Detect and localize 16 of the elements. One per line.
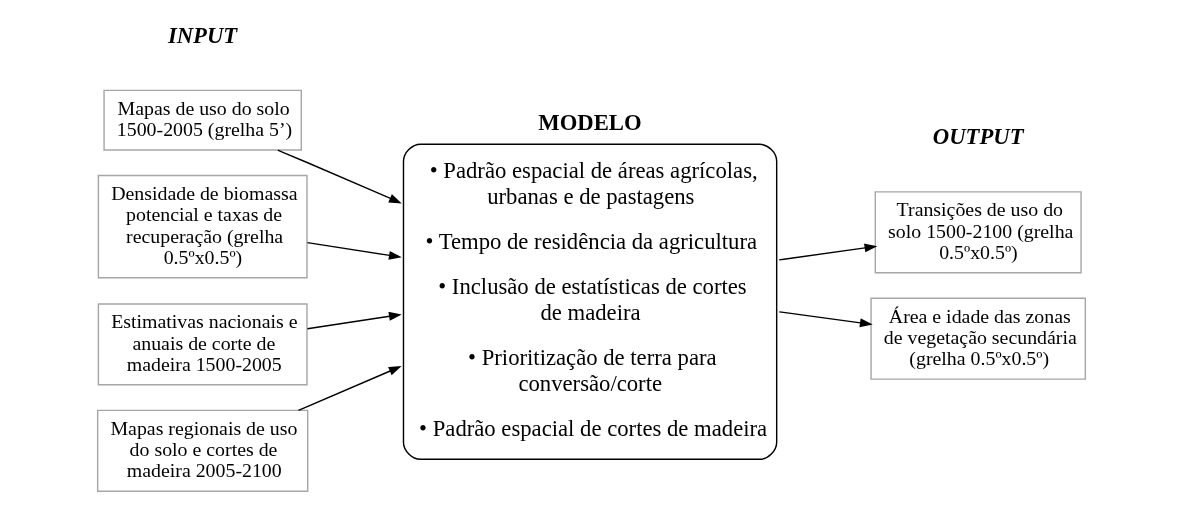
arrow <box>778 311 873 328</box>
arrow <box>778 243 877 261</box>
node-box: Mapas de uso do solo 1500-2005 (grelha 5’) <box>102 89 302 151</box>
arrow <box>306 241 402 260</box>
node-box: Área e idade das zonas de vegetação secundária (grelha 0.5ºx0.5º) <box>869 297 1086 380</box>
node-label: MODELO <box>537 109 642 135</box>
node-box: Densidade de biomassa potencial e taxas de recuperação (grelha 0.5ºx0.5º) <box>97 174 308 279</box>
arrow <box>276 149 402 204</box>
arrow <box>297 366 402 412</box>
arrow <box>306 311 402 330</box>
node-box: • Padrão espacial de áreas agrícolas, urbanas e de pastagens • Tempo de residência da agricultura • Inclusão de estatísticas de cortes de madeira • Prioritização de terra para conversão/corte • Padrão espacial de cortes de madeira <box>402 143 777 461</box>
label: OUTPUT <box>932 124 1024 150</box>
node-box: Transições de uso do solo 1500-2100 (grelha 0.5ºx0.5º) <box>874 191 1082 274</box>
label: INPUT <box>167 23 237 49</box>
node-box: Estimativas nacionais e anuais de corte de madeira 1500-2005 <box>97 303 308 386</box>
node-box: Mapas regionais de uso do solo e cortes de madeira 2005-2100 <box>96 409 308 492</box>
